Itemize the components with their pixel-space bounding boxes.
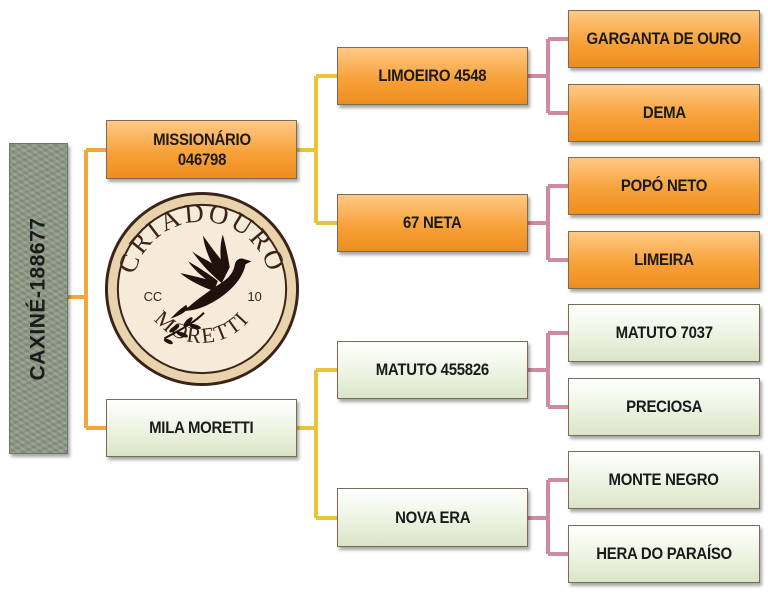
sire-box: MISSIONÁRIO 046798: [106, 120, 297, 179]
logo-left-text: CC: [144, 289, 163, 304]
connector-gp1-ggp: [528, 37, 568, 115]
dam-dam-box: NOVA ERA: [337, 488, 528, 547]
connector-gp3-ggp: [528, 331, 568, 409]
connector-gp4-ggp: [528, 478, 568, 556]
great-grandparent-label-4: LIMEIRA: [634, 250, 694, 269]
sire-sire-label: LIMOEIRO 4548: [378, 66, 487, 85]
great-grandparent-box-6: PRECIOSA: [568, 378, 760, 436]
criadouro-moretti-logo: CRIADOURO MORETTI CC 10: [104, 191, 300, 387]
great-grandparent-box-5: MATUTO 7037: [568, 304, 760, 362]
great-grandparent-box-4: LIMEIRA: [568, 231, 760, 289]
dam-sire-label: MATUTO 455826: [375, 360, 490, 379]
great-grandparent-box-1: GARGANTA DE OURO: [568, 10, 760, 68]
dam-sire-box: MATUTO 455826: [337, 341, 528, 399]
great-grandparent-label-2: DEMA: [642, 103, 686, 122]
sire-label: MISSIONÁRIO 046798: [152, 129, 251, 169]
great-grandparent-label-3: POPÓ NETO: [620, 176, 708, 195]
sire-sire-box: LIMOEIRO 4548: [337, 47, 528, 105]
great-grandparent-box-2: DEMA: [568, 84, 760, 142]
great-grandparent-box-3: POPÓ NETO: [568, 157, 760, 215]
great-grandparent-label-8: HERA DO PARAÍSO: [596, 544, 732, 563]
logo-right-text: 10: [248, 289, 262, 304]
dove-icon: [163, 234, 252, 345]
connector-root-parents: [66, 148, 106, 430]
logo-inner-fill: [118, 205, 286, 373]
connector-gp2-ggp: [528, 184, 568, 262]
great-grandparent-label-1: GARGANTA DE OURO: [586, 29, 742, 48]
dam-dam-label: NOVA ERA: [394, 507, 471, 527]
great-grandparent-label-6: PRECIOSA: [625, 397, 703, 416]
connector-sire-grandparents: [297, 74, 337, 225]
sire-dam-label: 67 NETA: [403, 213, 462, 232]
dam-label: MILA MORETTI: [149, 418, 254, 437]
connector-dam-grandparents: [297, 368, 337, 520]
great-grandparent-label-5: MATUTO 7037: [615, 323, 713, 342]
great-grandparent-box-8: HERA DO PARAÍSO: [568, 525, 760, 583]
sire-dam-box: 67 NETA: [337, 194, 528, 252]
great-grandparent-label-7: MONTE NEGRO: [608, 470, 720, 489]
great-grandparent-box-7: MONTE NEGRO: [568, 451, 760, 509]
root-bird-label: CAXINÉ-188677: [26, 217, 50, 380]
dam-box: MILA MORETTI: [106, 399, 297, 457]
root-bird-box: CAXINÉ-188677: [9, 143, 68, 454]
